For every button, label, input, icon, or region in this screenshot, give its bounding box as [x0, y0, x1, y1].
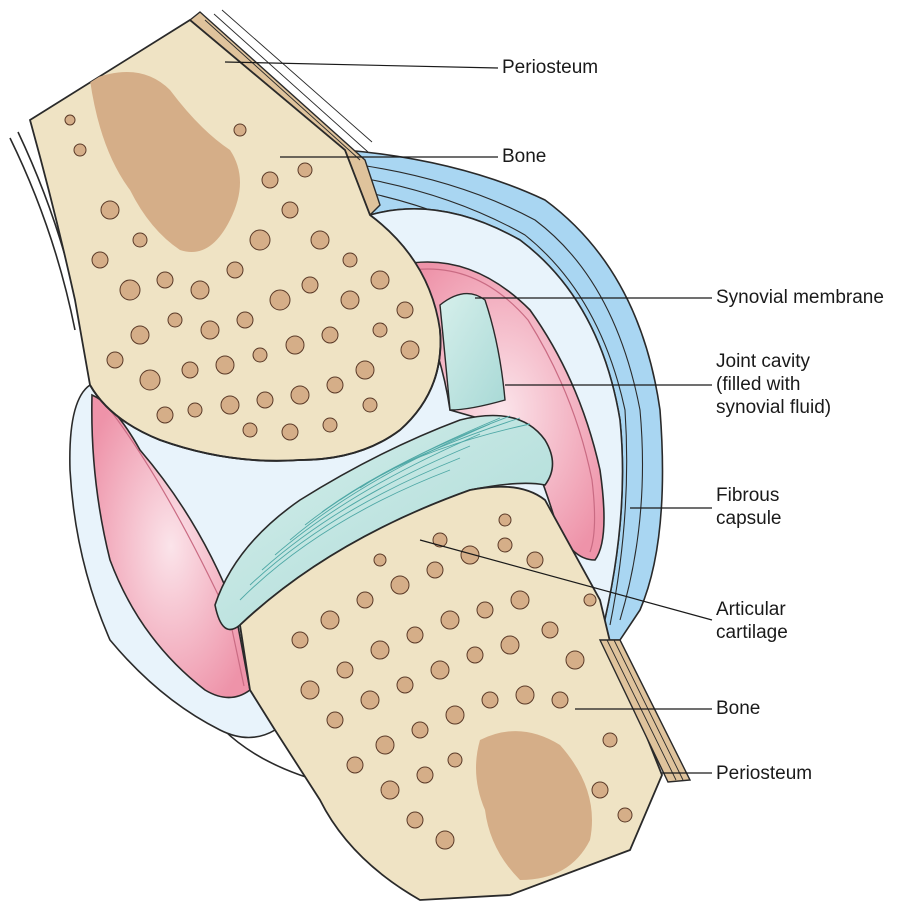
label-articular-cartilage-line1: Articular [716, 598, 788, 621]
label-bone-top: Bone [502, 145, 546, 168]
label-fibrous-capsule-line2: capsule [716, 507, 782, 530]
label-joint-cavity: Joint cavity (filled with synovial fluid… [716, 350, 831, 419]
label-articular-cartilage: Articular cartilage [716, 598, 788, 644]
label-periosteum-top: Periosteum [502, 56, 598, 79]
label-articular-cartilage-line2: cartilage [716, 621, 788, 644]
label-periosteum-bottom: Periosteum [716, 762, 812, 785]
label-bone-bottom: Bone [716, 697, 760, 720]
label-joint-cavity-line2: (filled with [716, 373, 831, 396]
label-joint-cavity-line3: synovial fluid) [716, 396, 831, 419]
label-synovial-membrane: Synovial membrane [716, 286, 884, 309]
label-joint-cavity-line1: Joint cavity [716, 350, 831, 373]
label-fibrous-capsule: Fibrous capsule [716, 484, 782, 530]
label-fibrous-capsule-line1: Fibrous [716, 484, 782, 507]
